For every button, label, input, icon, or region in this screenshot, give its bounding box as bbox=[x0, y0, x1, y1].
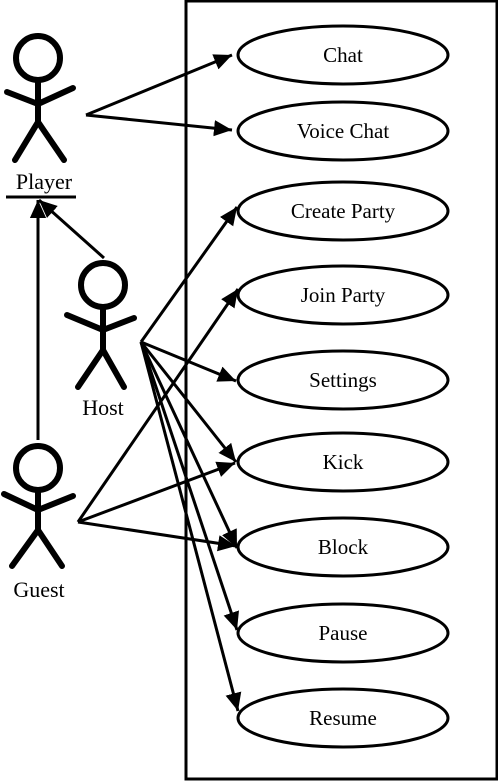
generalizations bbox=[29, 198, 105, 440]
use-case-kick-label: Kick bbox=[323, 450, 364, 474]
actor-guest-label: Guest bbox=[13, 577, 64, 602]
use-case-chat-label: Chat bbox=[323, 43, 363, 67]
assoc-host-kick bbox=[139, 341, 238, 463]
assoc-guest-block bbox=[77, 520, 237, 552]
use-case-block: Block bbox=[236, 516, 450, 578]
use-case-settings: Settings bbox=[236, 349, 450, 411]
use-case-voice-chat: Voice Chat bbox=[236, 100, 450, 162]
use-case-join-party-label: Join Party bbox=[301, 283, 386, 307]
use-case-block-label: Block bbox=[318, 535, 369, 559]
assoc-host-create-party bbox=[139, 206, 239, 343]
system-boundary bbox=[184, 0, 498, 781]
use-case-settings-label: Settings bbox=[309, 368, 377, 392]
actor-player-label: Player bbox=[16, 169, 73, 194]
assoc-player-voice-chat bbox=[85, 113, 233, 137]
assoc-guest-kick bbox=[77, 461, 236, 524]
use-case-resume-label: Resume bbox=[309, 706, 377, 730]
actor-host-label: Host bbox=[82, 395, 124, 420]
use-case-chat: Chat bbox=[236, 24, 450, 86]
use-case-pause: Pause bbox=[236, 602, 450, 664]
assoc-player-chat bbox=[85, 53, 233, 117]
use-case-create-party: Create Party bbox=[236, 180, 450, 242]
use-case-pause-label: Pause bbox=[319, 621, 368, 645]
use-case-voice-chat-label: Voice Chat bbox=[297, 119, 390, 143]
actor-player bbox=[4, 33, 76, 163]
generalization-host-player bbox=[38, 198, 105, 260]
use-case-resume: Resume bbox=[236, 687, 450, 749]
actor-host bbox=[64, 260, 137, 390]
associations bbox=[76, 53, 242, 712]
assoc-host-pause bbox=[139, 341, 239, 631]
actor-guest bbox=[1, 443, 76, 569]
assoc-guest-join-party bbox=[76, 288, 240, 523]
use-case-create-party-label: Create Party bbox=[291, 199, 396, 223]
use-case-join-party: Join Party bbox=[236, 264, 450, 326]
assoc-host-resume bbox=[139, 341, 242, 712]
assoc-host-block bbox=[139, 341, 239, 549]
use-case-kick: Kick bbox=[236, 431, 450, 493]
